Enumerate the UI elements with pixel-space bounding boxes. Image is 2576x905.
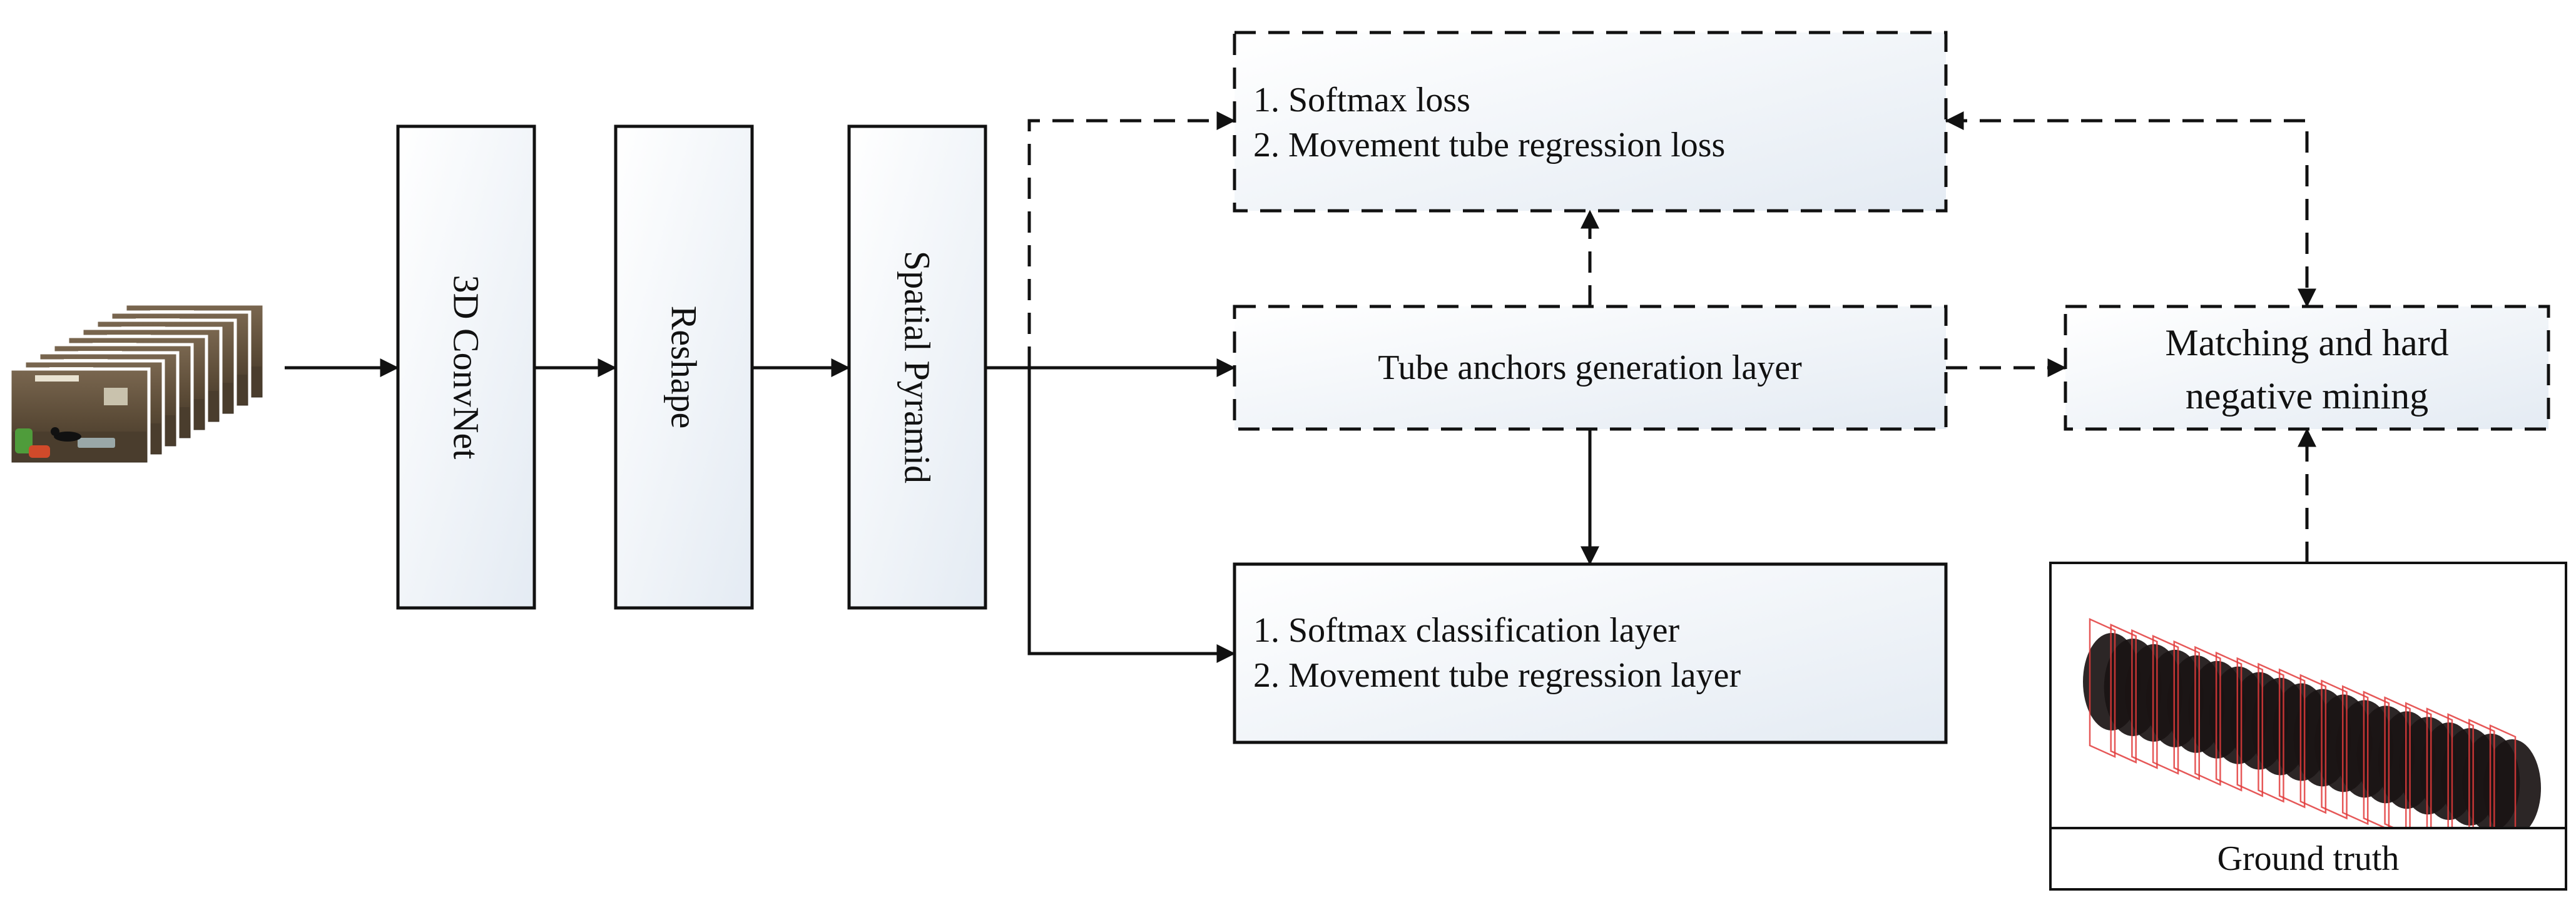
tube-anchors-label: Tube anchors generation layer bbox=[1378, 348, 1802, 387]
dashed-connectors bbox=[1027, 111, 2316, 563]
ground-truth-tube-image bbox=[2083, 618, 2541, 864]
arrow-loss-matching-bidirectional bbox=[1945, 111, 2316, 308]
classification-line-2: 2. Movement tube regression layer bbox=[1253, 656, 1741, 695]
block-reshape: Reshape bbox=[614, 124, 754, 610]
ground-truth-panel: Ground truth bbox=[2049, 562, 2567, 891]
loss-line-2: 2. Movement tube regression loss bbox=[1253, 126, 1725, 164]
front-frame-scene bbox=[8, 367, 151, 466]
block-spatial-pyramid: Spatial Pyramid bbox=[847, 124, 987, 610]
block-loss: 1. Softmax loss 2. Movement tube regress… bbox=[1233, 31, 1948, 213]
block-matching: Matching and hard negative mining bbox=[2064, 305, 2550, 431]
block-reshape-label: Reshape bbox=[664, 306, 705, 429]
arrow-pyramid-to-classification bbox=[1027, 368, 1236, 663]
matching-line-2: negative mining bbox=[2186, 375, 2428, 417]
loss-line-1: 1. Softmax loss bbox=[1253, 81, 1470, 119]
block-tube-anchors: Tube anchors generation layer bbox=[1233, 305, 1948, 431]
input-video-frames bbox=[8, 302, 266, 466]
matching-line-1: Matching and hard bbox=[2165, 322, 2448, 363]
ground-truth-caption: Ground truth bbox=[2217, 839, 2400, 878]
block-3d-convnet: 3D ConvNet bbox=[396, 124, 536, 610]
classification-line-1: 1. Softmax classification layer bbox=[1253, 611, 1679, 650]
block-3d-convnet-label: 3D ConvNet bbox=[446, 275, 487, 460]
solid-connectors bbox=[285, 358, 1599, 663]
arrow-pyramid-to-loss bbox=[1027, 111, 1236, 368]
block-spatial-pyramid-label: Spatial Pyramid bbox=[897, 251, 938, 483]
block-classification: 1. Softmax classification layer 2. Movem… bbox=[1233, 562, 1948, 744]
